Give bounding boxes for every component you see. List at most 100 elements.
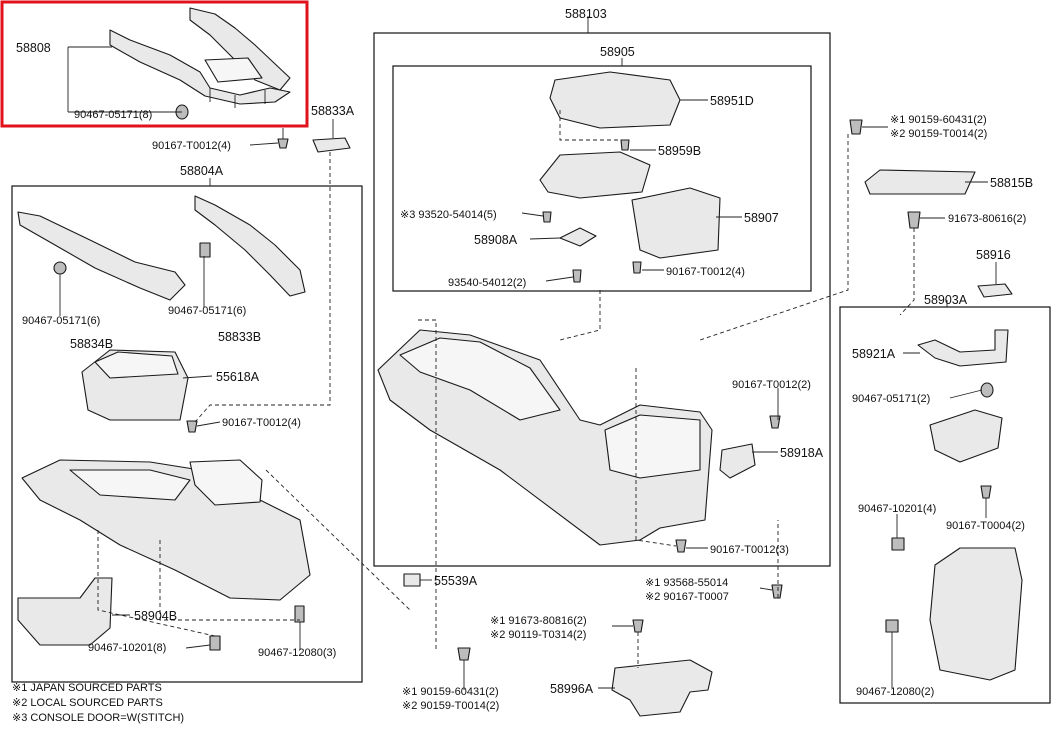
part-58808-drawing: [109, 7, 291, 108]
label-90467-12080-2: 90467-12080(2): [856, 686, 934, 698]
label-91673-80616: 91673-80616(2): [948, 213, 1026, 225]
label-90167-t0012-4-mid: 90167-T0012(4): [222, 417, 301, 429]
part-55539a-drawing: [403, 573, 421, 587]
screw-90167-t0012-2-drawing: [769, 415, 781, 429]
note-console-door: ※3 CONSOLE DOOR=W(STITCH): [12, 712, 184, 724]
label-58918a: 58918A: [780, 446, 824, 460]
group-box-58804a: [11, 185, 363, 683]
label-90467-05171-6-left: 90467-05171(6): [22, 315, 100, 327]
screw-90167-t0004-drawing: [980, 485, 992, 499]
label-90467-10201-4: 90467-10201(4): [858, 503, 936, 515]
label-58905: 58905: [600, 45, 635, 59]
screw-90167-t0012-mid-drawing: [186, 420, 198, 433]
label-55618a: 55618A: [216, 370, 260, 384]
highlight-box: [0, 0, 309, 128]
label-90467-05171-8: 90467-05171(8): [74, 109, 152, 121]
label-588103: 588103: [565, 7, 607, 21]
clip-90467-12080-2-drawing: [885, 619, 899, 633]
label-90119-t0314: ※2 90119-T0314(2): [490, 629, 586, 641]
label-93568-55014: ※1 93568-55014: [645, 577, 728, 589]
bolt-91673-80616-drawing: [907, 211, 921, 229]
label-90167-t0004-2: 90167-T0004(2): [946, 520, 1025, 532]
label-58904b: 58904B: [134, 609, 177, 623]
bolt-90159-bot-drawing: [457, 647, 471, 661]
part-58903a-box-drawing: [929, 409, 1003, 463]
part-58908a-drawing: [559, 227, 597, 247]
label-58908a: 58908A: [474, 233, 518, 247]
clip-90467-10201-8-drawing: [209, 635, 221, 651]
label-58907: 58907: [744, 211, 779, 225]
part-58833b-drawing: [194, 195, 306, 297]
part-58918a-drawing: [719, 443, 756, 479]
label-90467-05171-2: 90467-05171(2): [852, 393, 930, 405]
part-588103-console-body-drawing: [377, 329, 713, 546]
group-box-58905: [392, 65, 812, 292]
leader-lines: [59, 16, 997, 690]
label-58959b: 58959B: [658, 144, 701, 158]
part-58833a-drawing: [312, 137, 351, 153]
label-90159-60431-bottom: ※1 90159-60431(2): [402, 686, 499, 698]
part-58907-drawing: [631, 187, 721, 259]
part-58951d-drawing: [549, 71, 681, 129]
screw-93540-drawing: [572, 269, 582, 283]
bolt-93568-drawing: [771, 584, 783, 599]
part-58905-base-drawing: [539, 151, 651, 199]
label-58833b: 58833B: [218, 330, 261, 344]
label-55539a: 55539A: [434, 574, 478, 588]
screw-93520-drawing: [542, 211, 552, 223]
label-90159-t0014-bottom: ※2 90159-T0014(2): [402, 700, 499, 712]
label-90467-12080-3: 90467-12080(3): [258, 647, 336, 659]
label-90167-t0007: ※2 90167-T0007: [645, 591, 729, 603]
part-console-lower-drawing: [21, 459, 311, 601]
note-japan-sourced: ※1 JAPAN SOURCED PARTS: [12, 682, 162, 694]
part-58815b-drawing: [864, 169, 976, 195]
label-90159-t0014-top: ※2 90159-T0014(2): [890, 128, 987, 140]
part-58904b-drawing: [17, 577, 113, 646]
label-58996a: 58996A: [550, 682, 594, 696]
group-box-588103: [373, 32, 831, 567]
group-box-58903a: [839, 306, 1051, 704]
label-58903a: 58903A: [924, 293, 968, 307]
dashed-guides: [97, 110, 915, 668]
label-93520-54014: ※3 93520-54014(5): [400, 209, 497, 221]
clip-58834b-drawing: [53, 261, 67, 275]
part-labels: 58808 90467-05171(8) 90167-T0012(4) 5883…: [16, 7, 1033, 712]
label-90167-t0012-4-top: 90167-T0012(4): [152, 140, 231, 152]
screw-90167-t0012-top-drawing: [277, 128, 289, 149]
footnotes: ※1 JAPAN SOURCED PARTS ※2 LOCAL SOURCED …: [12, 682, 184, 724]
label-58951d: 58951D: [710, 94, 754, 108]
part-58903a-lower-drawing: [929, 547, 1023, 681]
clip-90467-05171-2-drawing: [980, 382, 994, 398]
label-58834b: 58834B: [70, 337, 113, 351]
part-58834b-drawing: [17, 211, 186, 301]
bolt-91673-drawing: [632, 619, 644, 633]
label-58815b: 58815B: [990, 176, 1033, 190]
label-91673-80816: ※1 91673-80816(2): [490, 615, 587, 627]
bolt-90159-top-drawing: [849, 119, 863, 135]
part-55618a-drawing: [81, 349, 189, 421]
label-58833a: 58833A: [311, 104, 355, 118]
clip-90467-12080-3-drawing: [294, 605, 305, 623]
label-58916: 58916: [976, 248, 1011, 262]
label-90467-10201-8: 90467-10201(8): [88, 642, 166, 654]
part-58921a-drawing: [917, 329, 1009, 367]
label-58804a: 58804A: [180, 164, 224, 178]
clip-58833b-drawing: [199, 242, 211, 258]
label-90167-t0012-4-box: 90167-T0012(4): [666, 266, 745, 278]
part-58996a-drawing: [611, 659, 713, 717]
label-90159-60431-top: ※1 90159-60431(2): [890, 114, 987, 126]
screw-90167-t0012-box-drawing: [632, 261, 642, 274]
label-90467-05171-6-right: 90467-05171(6): [168, 305, 246, 317]
label-58921a: 58921A: [852, 347, 896, 361]
label-90167-t0012-3: 90167-T0012(3): [710, 544, 789, 556]
screw-58959b-drawing: [620, 139, 630, 151]
note-local-sourced: ※2 LOCAL SOURCED PARTS: [12, 697, 163, 709]
clip-90467-10201-4-drawing: [891, 537, 905, 551]
part-58916-drawing: [977, 283, 1013, 298]
label-90167-t0012-2: 90167-T0012(2): [732, 379, 811, 391]
label-93540-54012: 93540-54012(2): [448, 277, 526, 289]
screw-90167-t0012-3-drawing: [675, 539, 687, 553]
label-58808: 58808: [16, 41, 51, 55]
